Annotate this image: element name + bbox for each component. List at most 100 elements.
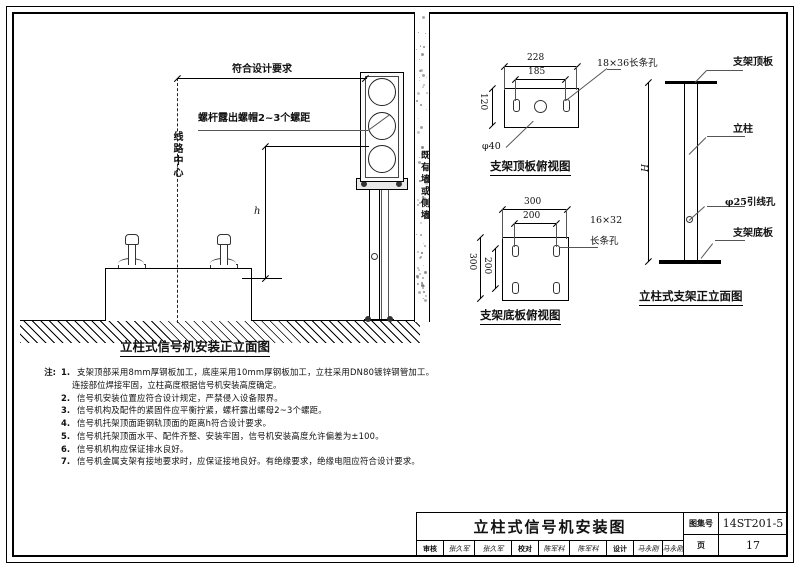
- notes-tag: 注:: [44, 367, 56, 377]
- column-view-title: 立柱式支架正立面图: [639, 288, 743, 306]
- dim228-line: [504, 66, 577, 68]
- ballast-block: [105, 268, 252, 321]
- wall-texture-dot: [416, 199, 419, 202]
- base-plate-dim-width: 300: [524, 197, 542, 207]
- base-dim200-line: [514, 223, 556, 225]
- note-row: 4. 信号机托架顶面距钢轨顶面的距离h符合设计要求。: [30, 417, 630, 430]
- page-key: 页: [684, 535, 719, 556]
- wall-texture-dot: [416, 251, 419, 254]
- column-top-plate-label: 支架顶板: [733, 57, 773, 68]
- h-dim-line: [265, 146, 267, 279]
- notes-block: 注: 1. 支架顶部采用8mm厚钢板加工，底座采用10mm厚钢板加工，立柱采用D…: [30, 366, 630, 468]
- base-plate-view-title: 支架底板俯视图: [480, 307, 561, 325]
- wall-texture-dot: [424, 199, 426, 201]
- column-height-dim-line: [648, 82, 650, 262]
- wall-texture-dot: [423, 197, 427, 201]
- note-row: 3. 信号机构及配件的紧固件应平衡拧紧，螺杆露出螺母2~3个螺距。: [30, 404, 630, 417]
- base-dim200-ext-r: [556, 223, 557, 247]
- h-dim-upper-ext: [265, 146, 369, 147]
- column-elevation-view: H 支架顶板 立柱 φ25引线孔 支架底板 立柱式支架正立面图: [638, 48, 795, 333]
- column-label-leader: [707, 136, 745, 137]
- dim120-tick-b: [488, 122, 497, 130]
- signature-cell-name-design-2: 马永刚: [663, 544, 683, 553]
- base-plate-slot-label-1: 16×32: [590, 215, 623, 226]
- wall-texture-dot: [417, 267, 420, 270]
- top-plate-center-hole: [534, 100, 547, 113]
- wall-texture-dot: [418, 256, 421, 259]
- base-dim300-line: [502, 209, 567, 211]
- cable-hole-label-leader: [707, 206, 745, 207]
- rail-left: [118, 234, 146, 268]
- wall-texture-dot: [422, 83, 425, 86]
- wall-texture-dot: [418, 31, 420, 33]
- wall-texture-dot: [420, 222, 423, 225]
- base-slot-leader: [560, 247, 598, 248]
- wall-texture-dot: [418, 160, 422, 164]
- signal-lamp-bottom: [368, 145, 396, 173]
- wall-texture-dot: [421, 252, 424, 255]
- wall-texture-dot: [416, 131, 420, 135]
- title-block: 立柱式信号机安装图 审核 张久军 张久军 校对 陈军科 陈军科 设计 马永刚 马…: [416, 512, 788, 557]
- note-number: 4.: [61, 418, 71, 429]
- atlas-row: 图集号 14ST201-5: [684, 513, 787, 535]
- top-plate-hole-label: φ40: [482, 141, 501, 152]
- wall-texture-dot: [421, 192, 423, 194]
- wall-texture-dot: [421, 15, 425, 19]
- note-number: 6.: [61, 443, 71, 454]
- wall-texture-dot: [425, 151, 428, 154]
- base-plate-dim-height: 300: [467, 253, 477, 271]
- wall-texture-dot: [420, 45, 422, 47]
- base-plate-dim-inner-w: 200: [523, 211, 541, 221]
- base-plate-slot-tl: [512, 245, 519, 257]
- wall-texture-dot: [421, 85, 424, 88]
- wall-texture-dot: [416, 49, 417, 51]
- wall-texture-dot: [423, 193, 426, 196]
- wall-texture-dot: [417, 290, 421, 294]
- signature-row: 审核 张久军 张久军 校对 陈军科 陈军科 设计 马永刚 马永刚: [417, 541, 683, 556]
- post-base-bolt-right: [387, 316, 393, 322]
- design-dim-line: [177, 78, 367, 80]
- wall-texture-dot: [420, 252, 422, 254]
- wall-texture-dot: [416, 234, 418, 236]
- top-plate-view: 228 185 120 18×36长条孔 φ40 支架顶板俯视图: [470, 40, 690, 176]
- wall-texture-dot: [425, 76, 427, 78]
- column-height-label: H: [638, 164, 648, 172]
- wall-texture-dot: [420, 283, 424, 287]
- column-height-tick-b: [644, 258, 653, 266]
- wall-texture-dot: [416, 283, 419, 286]
- wall-texture-dot: [425, 294, 428, 297]
- wall-texture-dot: [416, 99, 418, 102]
- wall-texture-dot: [420, 104, 423, 107]
- wall-texture-dot: [421, 74, 425, 78]
- base-dim200v-line: [495, 248, 497, 289]
- centerline-label: 线路中心: [171, 131, 182, 179]
- note-text: 信号机构及配件的紧固件应平衡拧紧，螺杆露出螺母2~3个螺距。: [77, 405, 327, 416]
- note-number: 1.: [61, 367, 71, 377]
- base-plate-slot-bl: [512, 282, 519, 294]
- base-plate-label-leader-angle: [700, 243, 714, 259]
- post-base-bolt-left: [365, 316, 371, 322]
- dim185-ext-l: [515, 79, 516, 101]
- dim228-ext-l: [504, 66, 505, 90]
- bolt-thread-note: 螺杆露出螺帽2~3个螺距: [198, 113, 311, 124]
- wall-texture-dot: [416, 275, 420, 279]
- slot-leader-line: [565, 68, 608, 101]
- rail-right: [210, 234, 238, 268]
- wall-texture-dot: [419, 255, 422, 258]
- top-plate-view-title: 支架顶板俯视图: [490, 158, 571, 176]
- wall-texture-dot: [423, 168, 427, 172]
- top-plate-dim-height: 120: [478, 93, 488, 111]
- wall-texture-dot: [418, 117, 420, 119]
- wall-texture-dot: [424, 181, 428, 185]
- design-requirement-label: 符合设计要求: [232, 64, 292, 75]
- post-cable-hole: [370, 253, 378, 260]
- note-text: 信号机金属支架有接地要求时，应保证接地良好。有绝缘要求，绝缘电阻应符合设计要求。: [77, 456, 420, 467]
- base-dim300v-line: [480, 237, 482, 299]
- existing-wall: [414, 12, 430, 322]
- dim185-ext-r: [565, 79, 566, 101]
- top-plate-slot-label: 18×36长条孔: [597, 58, 658, 69]
- note-row: 注: 1. 支架顶部采用8mm厚钢板加工，底座采用10mm厚钢板加工，立柱采用D…: [30, 366, 630, 379]
- wall-texture-dot: [424, 33, 426, 35]
- dim120-line: [492, 88, 494, 126]
